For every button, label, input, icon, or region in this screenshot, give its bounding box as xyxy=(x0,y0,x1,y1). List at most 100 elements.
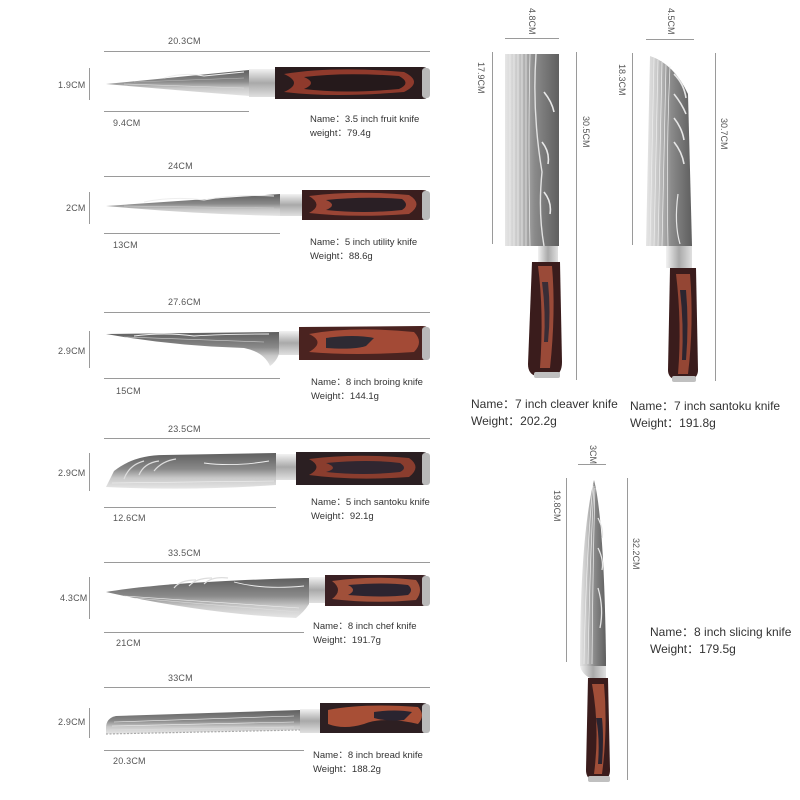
blade-length-label: 12.6CM xyxy=(113,513,146,523)
dimension-line xyxy=(492,52,493,244)
knife-name: 7 inch cleaver knife xyxy=(515,397,618,411)
total-length-label: 30.7CM xyxy=(719,118,729,150)
cleaver-knife-image xyxy=(505,53,562,378)
name-label: Name： xyxy=(310,237,345,248)
name-label: Name： xyxy=(313,750,348,761)
total-length-label: 32.2CM xyxy=(631,538,641,570)
blade-length-label: 20.3CM xyxy=(113,756,146,766)
name-label: Name： xyxy=(471,397,516,411)
knife-info: Name：3.5 inch fruit knife weight：79.4g xyxy=(310,113,419,141)
dimension-line xyxy=(578,464,606,465)
blade-length-label: 17.9CM xyxy=(476,62,486,94)
dimension-line xyxy=(632,53,633,245)
knife-weight: 79.4g xyxy=(346,128,371,139)
weight-label: Weight： xyxy=(313,764,352,775)
dimension-line xyxy=(576,52,577,380)
dimension-line xyxy=(104,687,430,688)
dimension-line xyxy=(104,438,430,439)
dimension-line xyxy=(627,478,628,780)
knife-name: 8 inch slicing knife xyxy=(694,625,792,639)
santoku-large-knife-image xyxy=(646,56,698,382)
dimension-line xyxy=(104,632,304,633)
weight-label: Weight： xyxy=(311,511,350,522)
slicing-knife-image xyxy=(580,480,610,782)
knife-name: 8 inch bread knife xyxy=(347,750,423,761)
knife-info: Name：8 inch slicing knife Weight：179.5g xyxy=(650,624,791,658)
dimension-line xyxy=(104,111,249,112)
knife-weight: 191.7g xyxy=(351,635,381,646)
blade-length-label: 18.3CM xyxy=(617,64,627,96)
weight-label: Weight： xyxy=(311,391,350,402)
dimension-line xyxy=(104,176,430,177)
height-label: 2.9CM xyxy=(58,468,86,478)
knife-name: 8 inch broing knife xyxy=(345,377,423,388)
weight-label: Weight： xyxy=(310,251,349,262)
dimension-line xyxy=(104,507,276,508)
knife-info: Name：7 inch cleaver knife Weight：202.2g xyxy=(471,396,618,430)
dimension-line xyxy=(89,453,90,491)
dimension-line xyxy=(646,39,694,40)
name-label: Name： xyxy=(311,377,346,388)
knife-name: 7 inch santoku knife xyxy=(674,399,781,413)
santoku-small-knife-image xyxy=(106,452,430,489)
dimension-line xyxy=(104,750,304,751)
blade-length-label: 19.8CM xyxy=(552,490,562,522)
dimension-line xyxy=(104,233,280,234)
knife-name: 5 inch santoku knife xyxy=(345,497,430,508)
dimension-line xyxy=(89,577,90,619)
total-length-label: 20.3CM xyxy=(168,36,201,46)
dimension-line xyxy=(104,378,280,379)
blade-length-label: 13CM xyxy=(113,240,138,250)
knife-info: Name：8 inch chef knife Weight：191.7g xyxy=(313,620,417,648)
knife-name: 5 inch utility knife xyxy=(344,237,418,248)
dimension-line xyxy=(104,562,430,563)
width-label: 4.5CM xyxy=(666,8,676,35)
dimension-line xyxy=(566,478,567,662)
bread-knife-image xyxy=(105,703,430,735)
name-label: Name： xyxy=(630,399,675,413)
chef-knife-image xyxy=(106,575,430,618)
height-label: 2.9CM xyxy=(58,717,86,727)
name-label: Name： xyxy=(650,625,695,639)
knife-info: Name：7 inch santoku knife Weight：191.8g xyxy=(630,398,780,432)
width-label: 3CM xyxy=(588,445,598,465)
knife-weight: 191.8g xyxy=(679,416,716,430)
weight-label: Weight： xyxy=(313,635,352,646)
name-label: Name： xyxy=(310,114,345,125)
total-length-label: 24CM xyxy=(168,161,193,171)
height-label: 2.9CM xyxy=(58,346,86,356)
blade-length-label: 9.4CM xyxy=(113,118,141,128)
dimension-line xyxy=(104,312,430,313)
weight-label: Weight： xyxy=(471,414,521,428)
utility-knife-image xyxy=(106,190,430,220)
knife-info: Name：8 inch broing knife Weight：144.1g xyxy=(311,376,423,404)
dimension-line xyxy=(715,53,716,381)
fruit-knife-image xyxy=(106,67,430,99)
weight-label: Weight： xyxy=(650,642,700,656)
total-length-label: 30.5CM xyxy=(581,116,591,148)
dimension-line xyxy=(89,331,90,368)
knife-weight: 144.1g xyxy=(349,391,379,402)
knife-weight: 92.1g xyxy=(349,511,374,522)
total-length-label: 33CM xyxy=(168,673,193,683)
weight-label: weight： xyxy=(310,128,347,139)
name-label: Name： xyxy=(313,621,348,632)
knife-name: 8 inch chef knife xyxy=(347,621,417,632)
knife-info: Name：5 inch santoku knife Weight：92.1g xyxy=(311,496,430,524)
height-label: 4.3CM xyxy=(60,593,88,603)
dimension-line xyxy=(89,708,90,738)
knife-weight: 88.6g xyxy=(348,251,373,262)
knife-weight: 202.2g xyxy=(520,414,557,428)
dimension-line xyxy=(89,192,90,224)
height-label: 1.9CM xyxy=(58,80,86,90)
height-label: 2CM xyxy=(66,203,86,213)
dimension-line xyxy=(89,68,90,100)
blade-length-label: 21CM xyxy=(116,638,141,648)
blade-length-label: 15CM xyxy=(116,386,141,396)
width-label: 4.8CM xyxy=(527,8,537,35)
dimension-line xyxy=(104,51,430,52)
total-length-label: 33.5CM xyxy=(168,548,201,558)
weight-label: Weight： xyxy=(630,416,680,430)
dimension-line xyxy=(505,38,559,39)
knife-name: 3.5 inch fruit knife xyxy=(344,114,420,125)
